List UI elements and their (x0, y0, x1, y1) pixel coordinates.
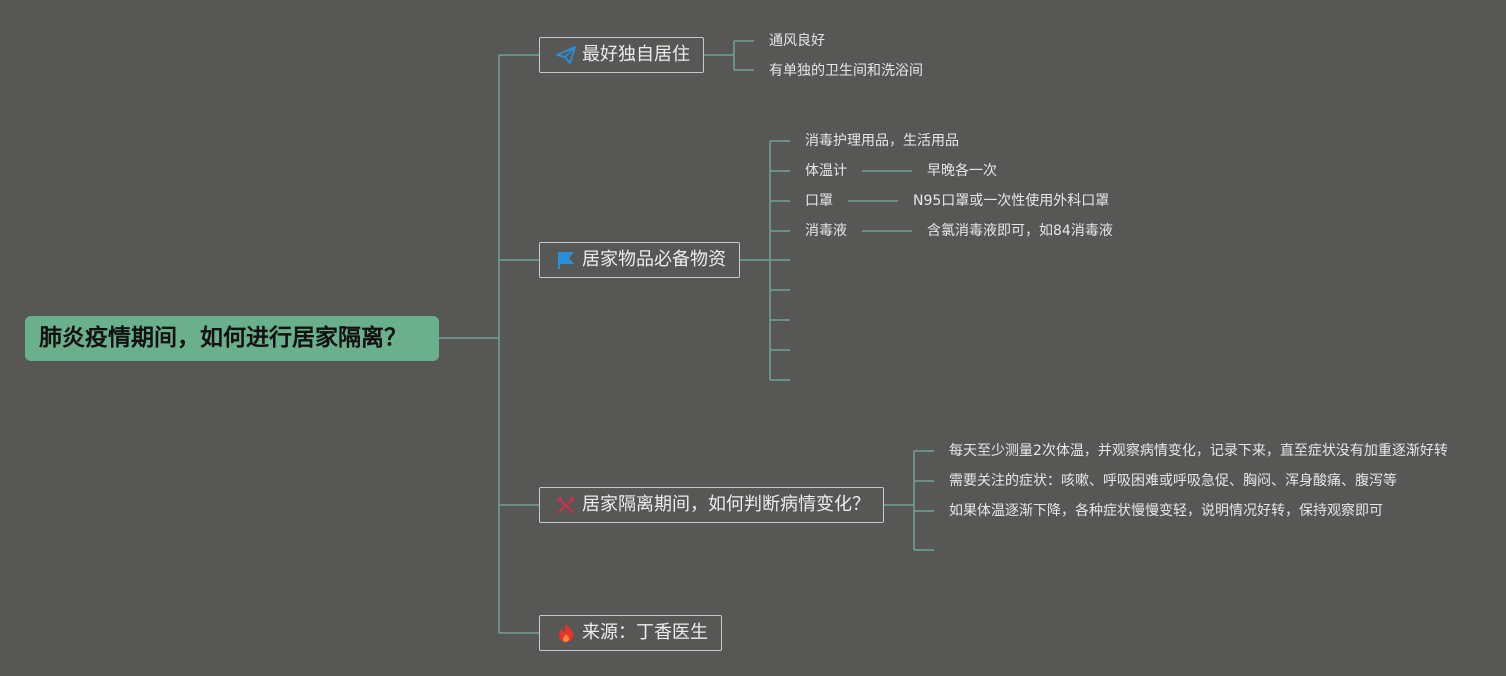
fire-icon (559, 624, 573, 642)
branch-label: 最好独自居住 (582, 44, 690, 65)
branch-condition-monitoring[interactable]: 居家隔离期间，如何判断病情变化？ (539, 487, 884, 523)
leaf-thermometer-detail[interactable]: 早晚各一次 (927, 163, 997, 179)
root-topic[interactable]: 肺炎疫情期间，如何进行居家隔离？ (25, 316, 439, 361)
branch-label: 居家物品必备物资 (582, 249, 726, 270)
leaf-disinfectant-detail[interactable]: 含氯消毒液即可，如84消毒液 (927, 223, 1113, 239)
leaf-disinfection-supplies[interactable]: 消毒护理用品，生活用品 (805, 133, 959, 149)
branch-essential-supplies[interactable]: 居家物品必备物资 (539, 242, 740, 278)
leaf-disinfectant[interactable]: 消毒液 (805, 223, 847, 239)
branch-source[interactable]: 来源：丁香医生 (539, 615, 722, 651)
leaf-mask-detail[interactable]: N95口罩或一次性使用外科口罩 (913, 193, 1110, 209)
leaf-measure-temperature[interactable]: 每天至少测量2次体温，并观察病情变化，记录下来，直至症状没有加重逐渐好转 (949, 443, 1448, 459)
leaf-private-bathroom[interactable]: 有单独的卫生间和洗浴间 (769, 63, 923, 79)
leaf-mask[interactable]: 口罩 (805, 193, 833, 209)
paper-plane-icon (556, 46, 576, 64)
leaf-improvement-signs[interactable]: 如果体温逐渐下降，各种症状慢慢变轻，说明情况好转，保持观察即可 (949, 503, 1383, 519)
leaf-ventilation[interactable]: 通风良好 (769, 33, 825, 49)
flag-icon (558, 252, 574, 269)
branch-label: 居家隔离期间，如何判断病情变化？ (582, 494, 870, 515)
leaf-watch-symptoms[interactable]: 需要关注的症状：咳嗽、呼吸困难或呼吸急促、胸闷、浑身酸痛、腹泻等 (949, 473, 1397, 489)
branch-live-alone[interactable]: 最好独自居住 (539, 37, 704, 73)
leaf-thermometer[interactable]: 体温计 (805, 163, 847, 179)
crossed-tools-icon (557, 496, 575, 514)
branch-label: 来源：丁香医生 (582, 622, 708, 643)
